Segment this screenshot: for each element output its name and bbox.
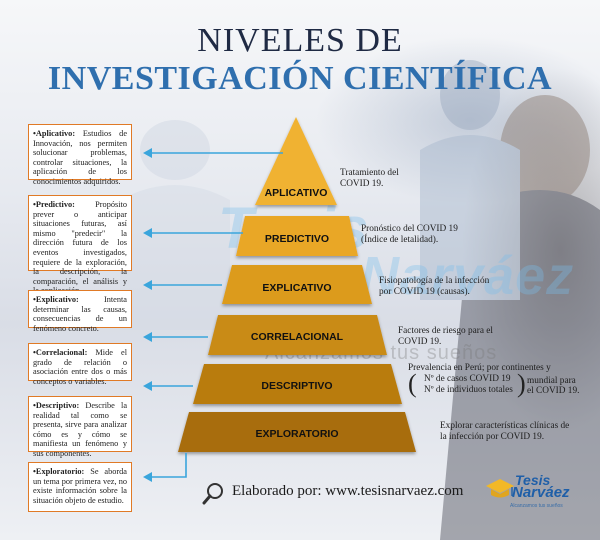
right-label-aplicativo: Tratamiento del COVID 19. — [340, 168, 399, 189]
definition-text: Estudios de Innovación, nos permiten sol… — [33, 129, 127, 186]
right-label-exploratorio: Explorar características clínicas de la … — [440, 421, 570, 442]
definition-term: •Descriptivo: — [33, 401, 80, 410]
arrowhead-explicativo — [143, 280, 152, 290]
arrowhead-exploratorio — [143, 472, 152, 482]
definition-term: •Exploratorio: — [33, 467, 85, 476]
level-predictivo-shape — [236, 216, 358, 256]
definition-box-correlacional: •Correlacional: Mide el grado de relació… — [28, 343, 132, 386]
title-line1: NIVELES DE — [197, 22, 403, 59]
level-label-aplicativo: APLICATIVO — [265, 187, 328, 199]
level-explicativo-shape — [222, 265, 372, 304]
arrowhead-aplicativo — [143, 148, 152, 158]
level-label-predictivo: PREDICTIVO — [265, 233, 329, 245]
arrowhead-descriptivo — [143, 381, 152, 391]
logo-tesis: Tesis — [515, 472, 551, 488]
footer-credit: Elaborado por: www.tesisnarvaez.com — [232, 483, 464, 499]
definition-term: •Correlacional: — [33, 348, 88, 357]
right-label-descriptivo-line1: Prevalencia en Perú; por continentes y — [408, 363, 551, 373]
arrowhead-predictivo — [143, 228, 152, 238]
level-descriptivo-shape — [193, 364, 402, 404]
magnifier-icon — [202, 483, 223, 505]
level-correlacional-shape — [208, 315, 387, 355]
level-aplicativo-shape — [255, 117, 337, 205]
level-label-exploratorio: EXPLORATORIO — [255, 428, 338, 440]
arrow-exploratorio — [150, 453, 187, 478]
right-label-explicativo: Fisiopatología de la infección por COVID… — [379, 276, 490, 297]
definition-box-explicativo: •Explicativo: Intenta determinar las cau… — [28, 290, 132, 333]
definition-text: Propósito prever o anticipar situaciones… — [33, 200, 127, 295]
level-label-correlacional: CORRELACIONAL — [251, 331, 344, 343]
definition-text: Intenta determinar las causas, consecuen… — [33, 295, 127, 333]
definition-term: •Predictivo: — [33, 200, 75, 209]
title-line2: INVESTIGACIÓN CIENTÍFICA — [47, 60, 553, 97]
right-label-predictivo: Pronóstico del COVID 19 (Índice de letal… — [361, 224, 458, 245]
descriptivo-close-bracket: ) — [517, 369, 526, 398]
watermark-narvaez: Narváez — [360, 246, 575, 306]
logo-narvaez: Narváez — [512, 484, 570, 501]
logo-graduation-cap-icon — [486, 479, 514, 498]
definition-text: Describe la realidad tal como se present… — [33, 401, 127, 458]
level-label-descriptivo: DESCRIPTIVO — [261, 380, 332, 392]
definition-text: Se aborda un tema por primera vez, no ex… — [33, 467, 127, 505]
definition-box-aplicativo: •Aplicativo: Estudios de Innovación, nos… — [28, 124, 132, 186]
right-label-descriptivo-item2: Nº de individuos totales — [424, 385, 513, 395]
definition-box-predictivo: •Predictivo: Propósito prever o anticipa… — [28, 195, 132, 295]
level-label-explicativo: EXPLICATIVO — [262, 282, 331, 294]
right-label-descriptivo-item1: Nº de casos COVID 19 — [424, 374, 511, 384]
definition-box-exploratorio: •Exploratorio: Se aborda un tema por pri… — [28, 462, 132, 512]
descriptivo-open-bracket: ( — [408, 369, 417, 398]
logo-slogan: Alcanzamos tus sueños — [510, 503, 563, 509]
arrowhead-correlacional — [143, 332, 152, 342]
definition-box-descriptivo: •Descriptivo: Describe la realidad tal c… — [28, 396, 132, 458]
level-exploratorio-shape — [178, 412, 416, 452]
right-label-correlacional: Factores de riesgo para el COVID 19. — [398, 326, 493, 347]
right-label-descriptivo-suffix2: el COVID 19. — [527, 386, 580, 396]
definition-text: Mide el grado de relación o asociación e… — [33, 348, 127, 386]
definition-term: •Explicativo: — [33, 295, 79, 304]
definition-term: •Aplicativo: — [33, 129, 76, 138]
right-label-descriptivo-suffix1: mundial para — [527, 376, 576, 386]
